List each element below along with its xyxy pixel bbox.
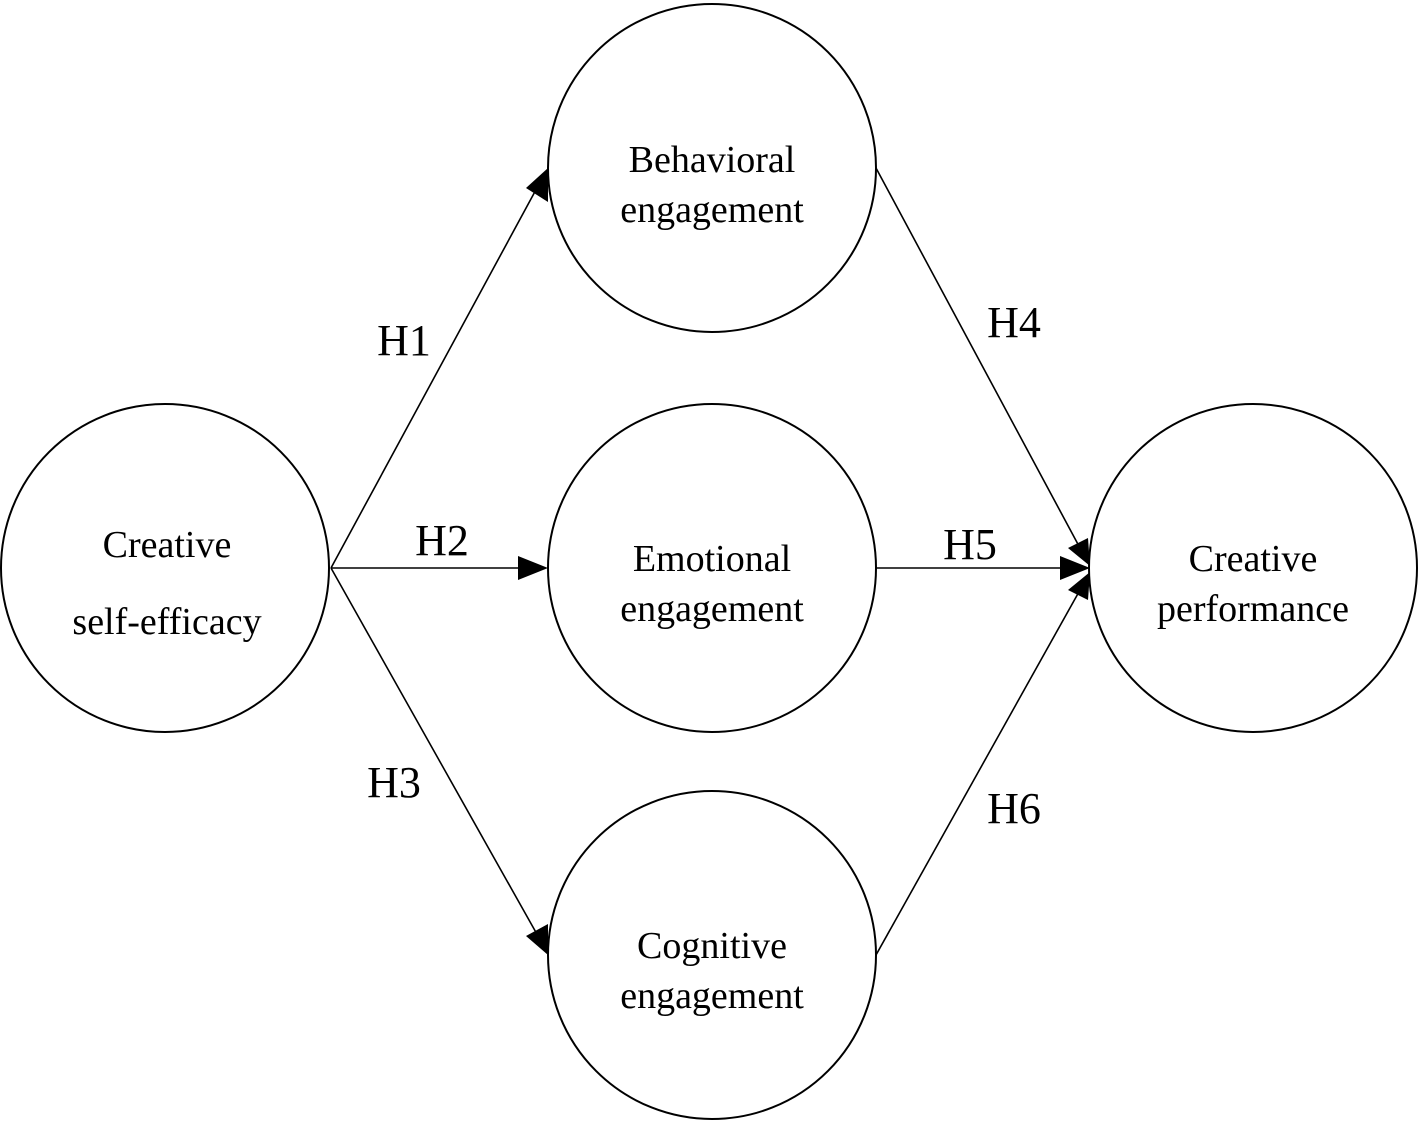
node-label-line1: Behavioral [629,139,796,181]
node-label-line2: self-efficacy [72,601,261,643]
node-label-line1: Creative [1189,538,1318,580]
node-label-line2: engagement [620,975,804,1017]
edge-line [330,185,539,569]
node-creative-performance: Creative performance [1088,403,1418,733]
arrowhead-icon [1068,538,1090,566]
hypothesis-label-h6: H6 [987,784,1041,833]
node-behavioral-engagement: Behavioral engagement [547,3,877,333]
hypothesis-label-h5: H5 [943,520,997,569]
hypothesis-label-h1: H1 [377,316,431,365]
edge-line [875,167,1081,549]
edge-h5 [876,556,1090,580]
node-label-line2: engagement [620,189,804,231]
edge-h1 [330,168,548,569]
edge-line [875,589,1081,956]
arrowhead-icon [526,168,548,202]
node-circle [0,403,330,733]
arrowhead-icon [526,924,548,955]
edge-h3 [330,567,548,955]
node-cognitive-engagement: Cognitive engagement [547,790,877,1120]
hypothesis-label-h3: H3 [367,758,421,807]
hypothesis-label-h4: H4 [987,298,1041,347]
hypothesis-label-h2: H2 [415,516,469,565]
edge-h2 [331,556,548,580]
node-label-line1: Cognitive [637,925,787,967]
arrowhead-icon [1068,572,1090,600]
edge-h4 [875,167,1090,566]
node-label-line2: engagement [620,588,804,630]
edge-line [330,567,539,937]
node-creative-self-efficacy: Creative self-efficacy [0,403,330,733]
node-label-line1: Creative [103,524,232,566]
edge-h6 [875,572,1090,956]
arrowhead-icon [1060,556,1090,580]
arrowhead-icon [518,556,548,580]
node-label-line1: Emotional [633,538,791,580]
node-label-line2: performance [1157,588,1349,630]
node-emotional-engagement: Emotional engagement [547,403,877,733]
